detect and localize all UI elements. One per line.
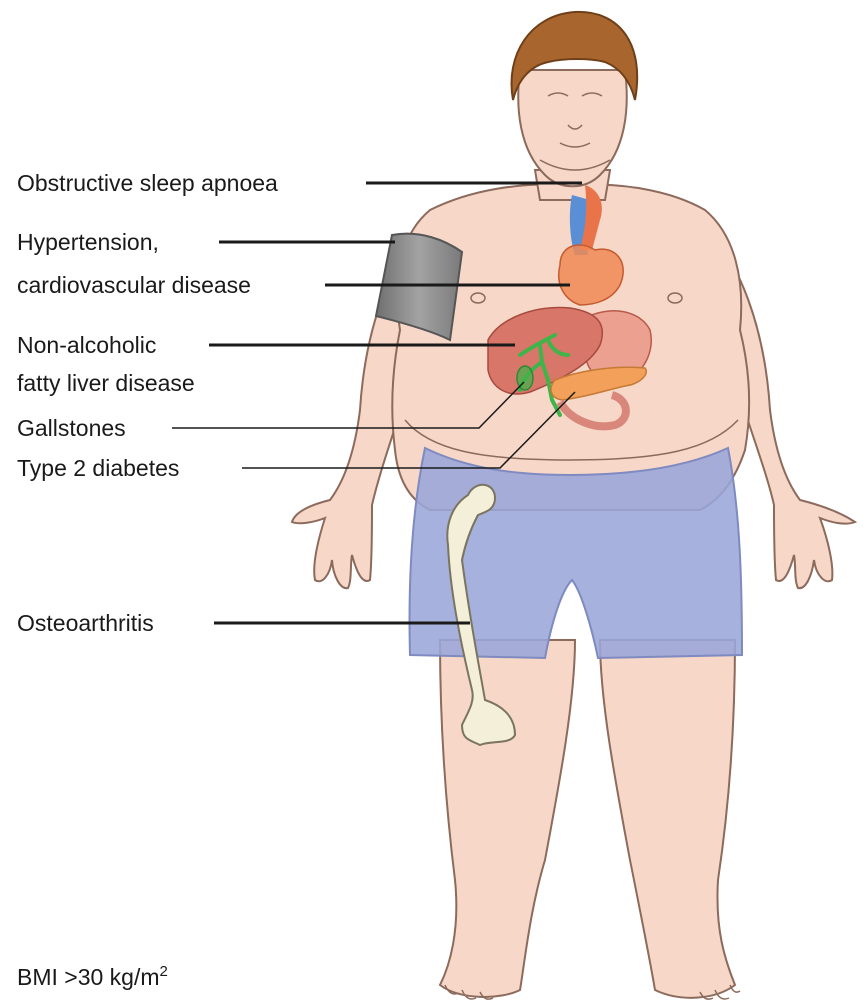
bmi-superscript: 2 (160, 963, 168, 980)
label-fatty-liver-disease: fatty liver disease (17, 364, 195, 402)
label-obstructive-sleep-apnoea: Obstructive sleep apnoea (17, 164, 278, 202)
label-osteoarthritis: Osteoarthritis (17, 604, 154, 642)
label-bmi: BMI >30 kg/m2 (17, 953, 168, 996)
label-non-alcoholic: Non-alcoholic (17, 326, 156, 364)
label-type-2-diabetes: Type 2 diabetes (17, 449, 179, 487)
label-cardiovascular-disease: cardiovascular disease (17, 266, 251, 304)
label-gallstones: Gallstones (17, 409, 126, 447)
bmi-text: BMI >30 kg/m (17, 964, 160, 990)
label-hypertension: Hypertension, (17, 223, 159, 261)
head (512, 12, 638, 186)
